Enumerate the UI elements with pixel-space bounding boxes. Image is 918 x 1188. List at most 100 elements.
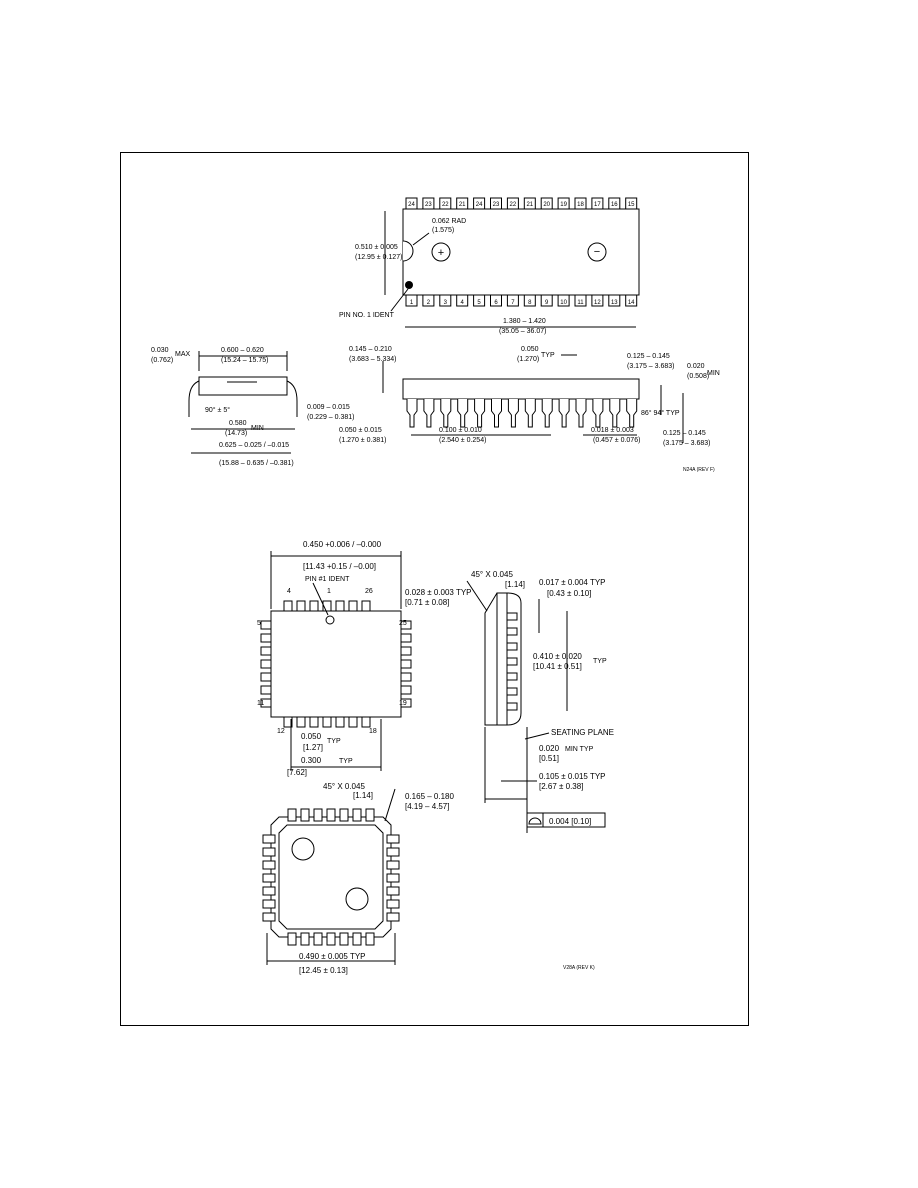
plcc-bottom-lead-left xyxy=(262,873,276,883)
plcc-standoff: 0.020 xyxy=(539,744,560,753)
dip-typ-label: TYP xyxy=(541,352,555,359)
dip-lead-w: 0.050 ± 0.015 xyxy=(339,427,382,434)
dip-body xyxy=(402,208,640,296)
plcc-bottom-lead-top xyxy=(365,808,375,822)
plcc-bottom-lead-top xyxy=(352,808,362,822)
plcc-lead-top xyxy=(309,600,319,612)
dip-seat-mm: (3.175 – 3.683) xyxy=(627,363,674,370)
plcc-lead-right xyxy=(400,633,412,643)
plcc-outer: 0.490 ± 0.005 TYP xyxy=(299,952,366,961)
dip-side-lead xyxy=(575,399,587,428)
dip-bottom-pin-number: 1 xyxy=(410,300,414,306)
plcc-bottom-lead-bottom xyxy=(287,932,297,946)
dip-height-mm: (3.683 – 5.334) xyxy=(349,356,396,363)
dip-rad-mm: (1.575) xyxy=(432,227,454,234)
dip-bottom-pin-number: 10 xyxy=(560,300,567,306)
plcc-lead-left xyxy=(260,633,272,643)
dip-bottom-pin-number: 14 xyxy=(628,300,635,306)
dip-side-lead xyxy=(592,399,604,428)
plcc-side-lead xyxy=(506,627,518,636)
dip-pitch-mm: (2.540 ± 0.254) xyxy=(439,437,486,444)
dip-side-body xyxy=(402,378,640,400)
dip-bottom-pin-number: 3 xyxy=(444,300,448,306)
plus-mark: + xyxy=(438,247,444,259)
plcc-lead-right xyxy=(400,672,412,682)
dip-seat2: 0.125 – 0.145 xyxy=(663,430,706,437)
plcc-side-lead xyxy=(506,672,518,681)
plcc-ejector-1 xyxy=(291,837,315,861)
plcc-bottom-lead-left xyxy=(262,860,276,870)
plcc-lead-bottom xyxy=(348,716,358,728)
plcc-span-mm: [7.62] xyxy=(287,768,307,777)
dip-side-lead xyxy=(558,399,570,428)
plcc-bottom-lead-left xyxy=(262,847,276,857)
dip-overall-mm: (15.88 – 0.635 / –0.381) xyxy=(219,460,294,467)
dip-length: 1.380 – 1.420 xyxy=(503,318,546,325)
dip-top-pin-number: 21 xyxy=(459,202,466,208)
dip-bottom-pin-number: 9 xyxy=(545,300,549,306)
plcc-lead-bottom xyxy=(361,716,371,728)
plcc-bottom-lead-bottom xyxy=(352,932,362,946)
dip-top-pin-number: 17 xyxy=(594,202,601,208)
plcc-chamfer: 45° X 0.045 xyxy=(471,570,513,579)
dip-max-label: MAX xyxy=(175,351,191,358)
dip-end-body xyxy=(198,376,288,396)
plcc-bottom-lead-top xyxy=(300,808,310,822)
dip-min-span-mm: (14.73) xyxy=(225,430,247,437)
plcc-standoff-mm: [0.51] xyxy=(539,754,559,763)
dip-width-mm: (12.95 ± 0.127) xyxy=(355,254,402,261)
dip-side-lead xyxy=(609,399,621,428)
dip-min-label-2: MIN xyxy=(707,370,720,377)
dip-side-lead xyxy=(626,399,638,428)
plcc-chamfer2-mm: [1.14] xyxy=(353,791,373,800)
plcc-bottom-lead-top xyxy=(326,808,336,822)
plcc-outer-mm: [12.45 ± 0.13] xyxy=(299,966,348,975)
plcc-top-view: 0.450 +0.006 / –0.000 [11.43 +0.15 / –0.… xyxy=(257,540,472,777)
plcc-lead-top xyxy=(361,600,371,612)
dip-side-lead xyxy=(541,399,553,428)
dip-side-lead xyxy=(406,399,418,428)
plcc-side-body xyxy=(496,592,508,726)
plcc-side-leads xyxy=(506,612,518,711)
plcc-bottom-lead-left xyxy=(262,834,276,844)
dip-stand-mm: (0.508) xyxy=(687,373,709,380)
dip-height: 0.145 – 0.210 xyxy=(349,346,392,353)
plcc-bottom-lead-right xyxy=(386,899,400,909)
dip-side-width-mm: (15.24 – 15.75) xyxy=(221,357,268,364)
plcc-bottom-lead-top xyxy=(339,808,349,822)
dip-figure-code: N24A (REV F) xyxy=(683,467,715,473)
dip-bottom-pin-number: 2 xyxy=(427,300,431,306)
dip-bottom-pin-number: 11 xyxy=(577,300,584,306)
plcc-center-mm: [10.41 ± 0.51] xyxy=(533,662,582,671)
dip-bottom-pin-number: 12 xyxy=(594,300,601,306)
dip-top-pin-number: 15 xyxy=(628,202,635,208)
dip-side-lead xyxy=(507,399,519,428)
dip-seat: 0.125 – 0.145 xyxy=(627,353,670,360)
plcc-bottom-lead-bottom xyxy=(313,932,323,946)
plcc-lead-t-mm: [0.43 ± 0.10] xyxy=(547,589,591,598)
plcc-typ-label: TYP xyxy=(327,738,341,745)
plcc-side-lead xyxy=(506,657,518,666)
dip-angle: 90° ± 5° xyxy=(205,406,230,414)
plcc-lead-right xyxy=(400,659,412,669)
dip-lead-w-mm: (1.270 ± 0.381) xyxy=(339,437,386,444)
plcc-body xyxy=(270,610,402,718)
plcc-body-mm: [11.43 +0.15 / –0.00] xyxy=(303,562,376,571)
plcc-typ-label-2: TYP xyxy=(339,758,353,765)
pin1-dot xyxy=(405,281,413,289)
plcc-lead-right xyxy=(400,646,412,656)
dip-bottom-pin-number: 13 xyxy=(611,300,618,306)
plcc-lead-bottom xyxy=(309,716,319,728)
plcc-ejector-2 xyxy=(345,887,369,911)
dip-top-pin-number: 23 xyxy=(493,202,500,208)
plcc-total: 0.165 – 0.180 xyxy=(405,792,454,801)
plcc-lead-w: 0.028 ± 0.003 TYP xyxy=(405,588,472,597)
dip-notch xyxy=(402,240,414,262)
plcc-bottom-view: 45° X 0.045 [1.14] 0.490 ± 0.005 TYP [12… xyxy=(262,782,595,975)
dip-overall: 0.625 – 0.025 / –0.015 xyxy=(219,442,289,449)
dip-top-pin-number: 22 xyxy=(442,202,449,208)
dip-side-max-mm: (0.762) xyxy=(151,357,173,364)
plcc-seating: SEATING PLANE xyxy=(551,728,614,737)
dip-bottom-pin-number: 5 xyxy=(477,300,481,306)
